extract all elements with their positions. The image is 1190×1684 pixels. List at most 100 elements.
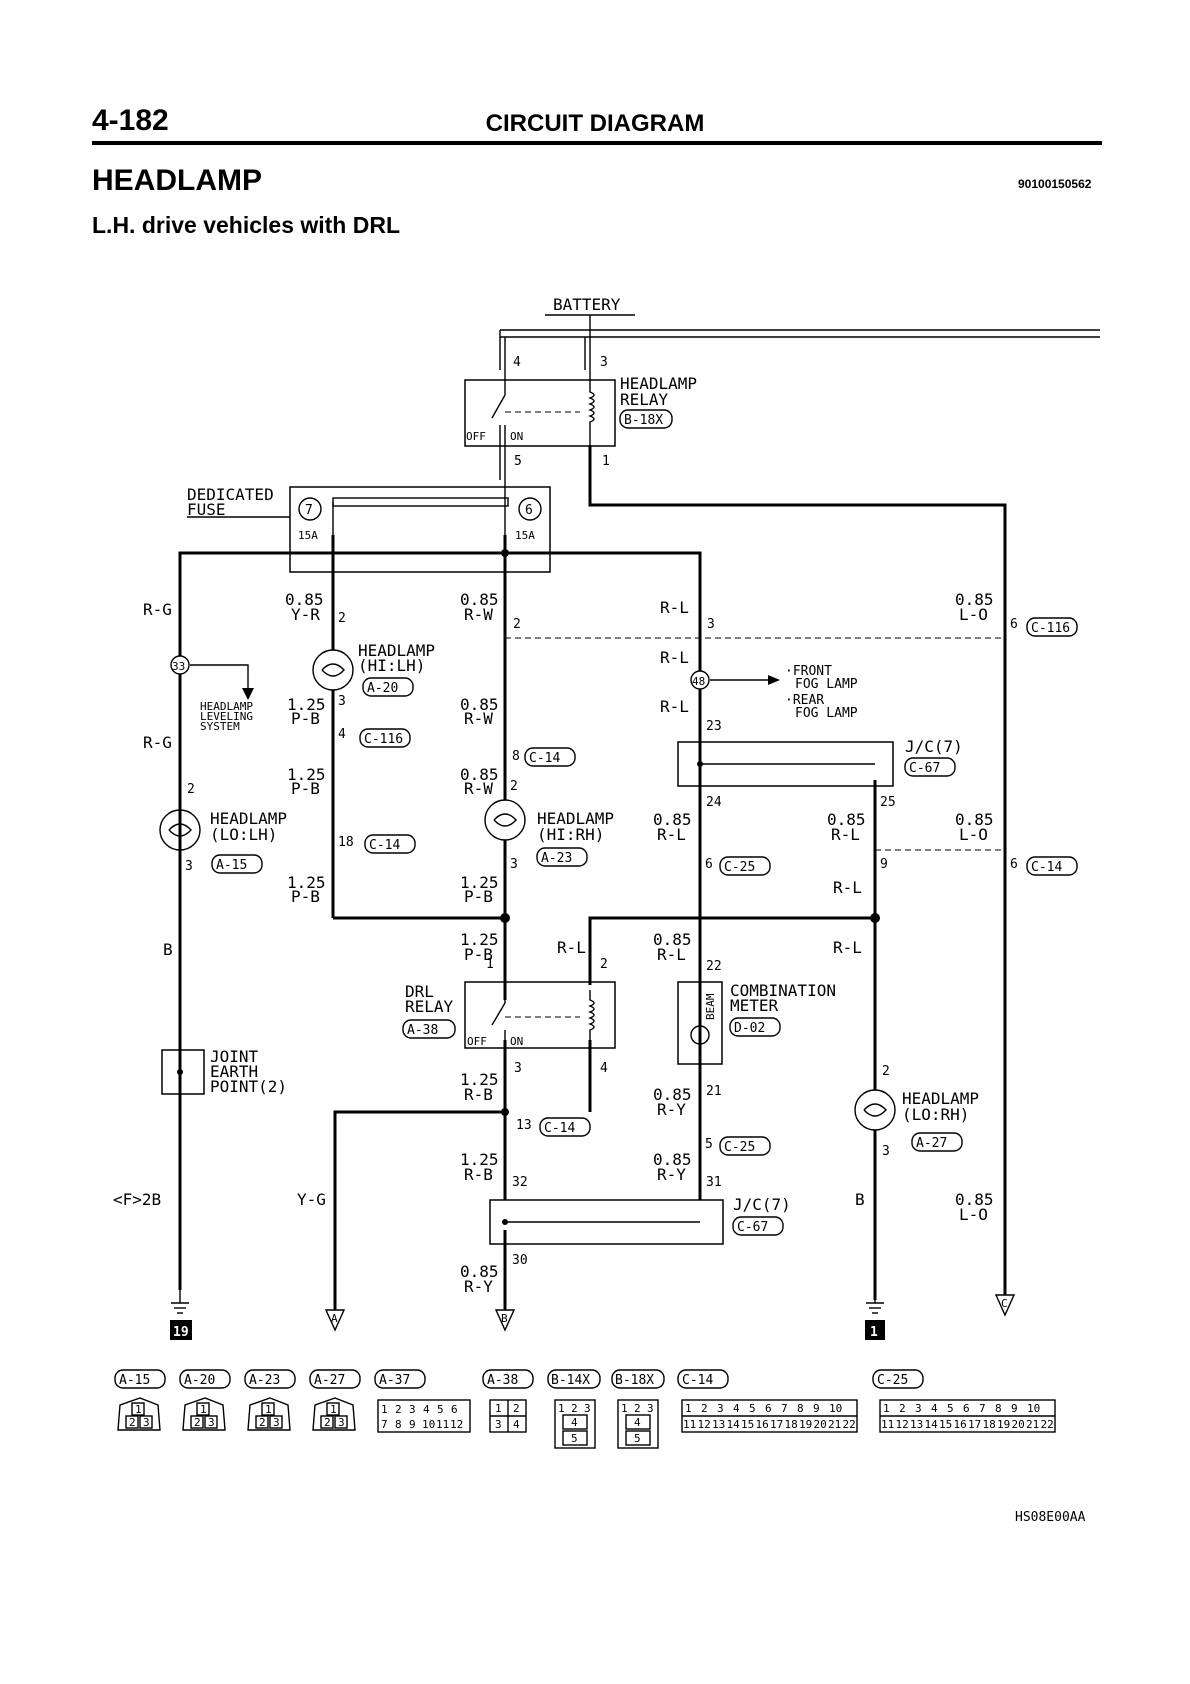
svg-text:3: 3 [338,1416,345,1429]
svg-text:C-116: C-116 [1031,621,1070,636]
svg-text:L-O: L-O [959,605,988,624]
svg-text:25: 25 [880,795,896,810]
drl-relay: 1 2 3 4 OFF ON DRL RELAY A-38 [402,957,616,1076]
svg-text:1: 1 [870,1325,878,1340]
svg-text:3: 3 [273,1416,280,1429]
svg-text:B-18X: B-18X [624,413,663,428]
svg-text:B: B [501,1312,508,1325]
svg-text:2: 2 [194,1416,201,1429]
svg-text:R-L: R-L [657,945,686,964]
connector-pin-label: 11 [881,1418,894,1431]
svg-text:5: 5 [437,1403,444,1416]
svg-text:C: C [1001,1297,1008,1310]
connector-pin-label: 11 [683,1418,696,1431]
svg-text:OFF: OFF [467,1035,487,1048]
headlamp-leveling-system: HEADLAMP LEVELING SYSTEM [200,700,253,733]
connector-pin-label: 21 [828,1418,841,1431]
connector-pin-label: 22 [843,1418,856,1431]
connector-pin-label: 12 [698,1418,711,1431]
svg-text:A-27: A-27 [916,1136,947,1151]
connector-pin-label: 4 [733,1402,740,1415]
connector-pin-label: 21 [1026,1418,1039,1431]
svg-text:15A: 15A [515,529,535,542]
svg-text:11: 11 [436,1418,449,1431]
svg-text:·FRONT: ·FRONT [785,664,832,679]
svg-text:A-15: A-15 [216,858,247,873]
svg-text:BATTERY: BATTERY [553,295,621,314]
svg-text:HEADLAMP: HEADLAMP [620,374,697,393]
connector-pin-label: 10 [1027,1402,1040,1415]
svg-text:3: 3 [208,1416,215,1429]
svg-text:6: 6 [1010,617,1018,632]
figure-reference-code: HS08E00AA [1015,1510,1086,1525]
svg-text:R-L: R-L [660,648,689,667]
svg-text:32: 32 [512,1175,528,1190]
svg-text:24: 24 [706,795,722,810]
wire-labels: R-G R-G B 0.85Y-R 1.25P-B 1.25P-B 1.25P-… [143,590,994,1296]
legend-conn-a20: 1 2 3 [182,1397,226,1431]
svg-text:2: 2 [513,1402,520,1415]
svg-text:4: 4 [513,355,521,370]
svg-text:C-25: C-25 [724,1140,755,1155]
svg-text:0.85: 0.85 [827,810,866,829]
connector-pin-label: 17 [770,1418,783,1431]
svg-text:ON: ON [510,1035,523,1048]
dedicated-fuse: DEDICATED FUSE 7 6 15A 15A [187,480,551,573]
svg-text:3: 3 [514,1061,522,1076]
connector-pin-label: 18 [983,1418,996,1431]
svg-text:0.85: 0.85 [285,590,324,609]
svg-text:6: 6 [451,1403,458,1416]
legend-conn-a37: 1 2 3 4 5 6 7 8 9 10 11 12 [377,1399,471,1433]
svg-text:J/C(7): J/C(7) [733,1195,791,1214]
svg-text:Y-G: Y-G [297,1190,326,1209]
svg-text:C-14: C-14 [529,751,560,766]
svg-text:0.85: 0.85 [955,810,994,829]
svg-text:EARTH: EARTH [210,1062,258,1081]
connector-pin-label: 13 [712,1418,725,1431]
battery: BATTERY [499,295,1100,370]
junction-dots [500,549,880,1116]
svg-text:1.25: 1.25 [287,765,326,784]
svg-text:R-G: R-G [143,600,172,619]
header-rule [92,141,1102,145]
svg-text:A-38: A-38 [487,1373,518,1388]
legend-conn-a15: 1 2 3 [117,1397,161,1431]
svg-text:R-L: R-L [660,697,689,716]
svg-text:A: A [331,1312,338,1325]
svg-text:P-B: P-B [291,709,320,728]
svg-text:2: 2 [395,1403,402,1416]
svg-text:3: 3 [338,694,346,709]
svg-text:RELAY: RELAY [405,997,454,1016]
connector-pin-label: 13 [910,1418,923,1431]
svg-text:18: 18 [338,835,354,850]
headlamp-hi-lh: 2 3 HEADLAMP (HI:LH) A-20 [312,611,435,709]
connector-pin-label: 9 [1011,1402,1018,1415]
svg-text:R-L: R-L [833,878,862,897]
connector-pin-label: 6 [963,1402,970,1415]
svg-text:R-L: R-L [657,825,686,844]
svg-text:A-27: A-27 [314,1373,345,1388]
svg-text:A-23: A-23 [541,851,572,866]
svg-text:Y-R: Y-R [291,605,320,624]
headlamp-relay: 4 3 5 1 OFF ON HEADLAMP RELAY B-18X [464,355,697,480]
svg-text:R-L: R-L [660,598,689,617]
svg-text:C-67: C-67 [737,1220,768,1235]
jc-lower: 32 31 30 J/C(7) C-67 [489,1175,791,1268]
ground-left: 19 [170,1290,192,1340]
ground-right: 1 [865,1300,885,1340]
svg-text:0.85: 0.85 [653,1085,692,1104]
connector-pin-label: 1 [685,1402,692,1415]
legend-tag-c14: C-14 [677,1369,729,1389]
connector-pin-label: 15 [741,1418,754,1431]
connector-pin-label: 9 [813,1402,820,1415]
svg-text:4: 4 [600,1061,608,1076]
connector-pin-label: 2 [899,1402,906,1415]
connector-pin-label: 8 [995,1402,1002,1415]
connector-legend: A-15 A-20 A-23 A-27 A-37 A-38 B-14X B-18… [114,1369,1056,1449]
svg-text:7: 7 [305,503,313,518]
svg-text:R-G: R-G [143,733,172,752]
svg-text:1: 1 [495,1402,502,1415]
connector-pin-label: 3 [915,1402,922,1415]
svg-text:4: 4 [634,1416,641,1429]
svg-text:2: 2 [513,617,521,632]
